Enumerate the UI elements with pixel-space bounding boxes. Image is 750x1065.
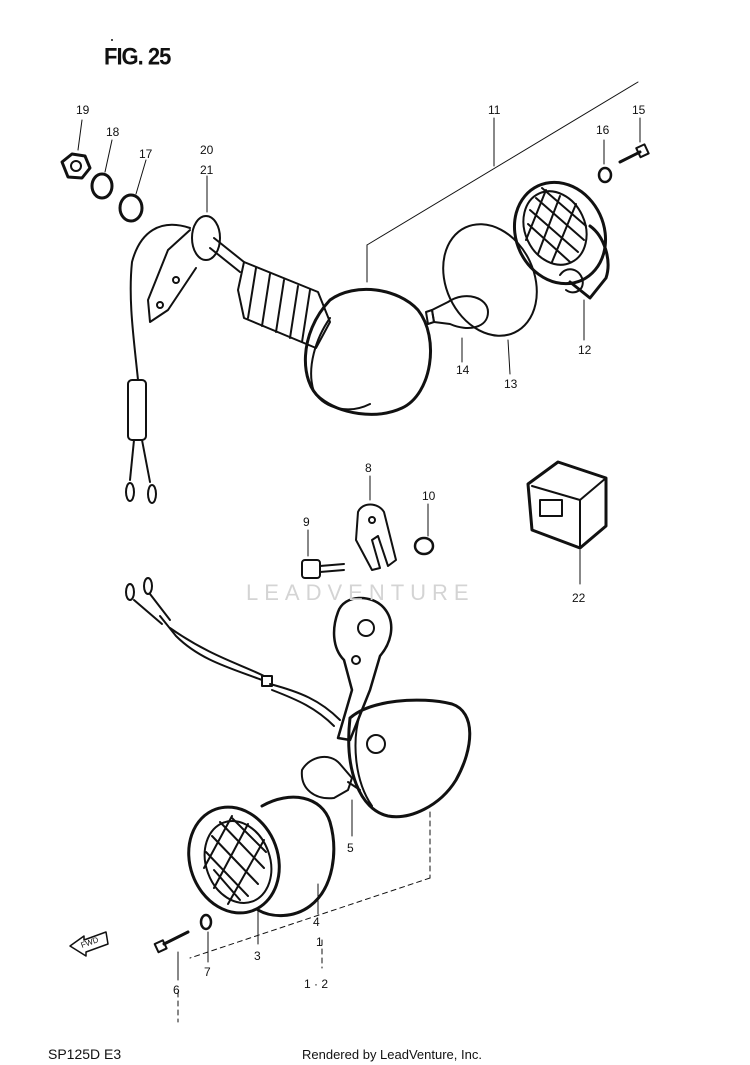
part-10-nut bbox=[413, 536, 435, 556]
callout-21: 21 bbox=[200, 163, 214, 177]
callout-13: 13 bbox=[504, 377, 518, 391]
part-14-bulb bbox=[425, 295, 489, 329]
part-20-21-bracket bbox=[147, 215, 245, 323]
callout-14: 14 bbox=[456, 363, 470, 377]
callout-10: 10 bbox=[422, 489, 436, 503]
part-15-screw bbox=[618, 143, 650, 164]
callout-8: 8 bbox=[365, 461, 372, 475]
callout-5: 5 bbox=[347, 841, 354, 855]
lower-wiring bbox=[125, 577, 341, 727]
part-17-washer bbox=[118, 193, 144, 223]
part-7-washer bbox=[199, 913, 213, 931]
callout-1: 1 bbox=[316, 935, 323, 949]
part-3-lens bbox=[187, 795, 336, 917]
part-8-clamp bbox=[355, 503, 397, 571]
model-code: SP125D E3 bbox=[48, 1046, 122, 1062]
lower-stay bbox=[332, 596, 393, 742]
part-5-bulb bbox=[300, 755, 361, 800]
callout-6: 6 bbox=[173, 983, 180, 997]
assembly-leaders bbox=[177, 811, 431, 1023]
part-13-gasket bbox=[442, 223, 538, 337]
front-arrow bbox=[69, 931, 109, 957]
callout-1-2: 1 · 2 bbox=[304, 977, 328, 991]
part-16-washer bbox=[597, 166, 613, 184]
leader-11 bbox=[366, 81, 639, 283]
callout-20: 20 bbox=[200, 143, 214, 157]
figure-title: FIG. 25 bbox=[104, 42, 171, 71]
rendered-by-credit: Rendered by LeadVenture, Inc. bbox=[302, 1047, 482, 1062]
part-6-screw bbox=[153, 930, 190, 954]
callout-11: 11 bbox=[488, 103, 501, 117]
callout-12: 12 bbox=[578, 343, 592, 357]
part-18-lock-washer bbox=[90, 172, 114, 200]
callout-4: 4 bbox=[313, 915, 320, 929]
callout-18: 18 bbox=[106, 125, 120, 139]
part-19-nut bbox=[60, 152, 92, 180]
callout-16: 16 bbox=[596, 123, 610, 137]
upper-wiring bbox=[125, 223, 191, 504]
part-12-lens bbox=[512, 180, 610, 300]
callout-9: 9 bbox=[303, 515, 310, 529]
watermark: LEADVENTURE bbox=[246, 580, 475, 605]
part-9-bolt bbox=[301, 559, 345, 579]
lower-housing bbox=[347, 698, 472, 819]
part-22-relay bbox=[526, 460, 608, 550]
callout-15: 15 bbox=[632, 103, 646, 117]
callout-22: 22 bbox=[572, 591, 586, 605]
callout-3: 3 bbox=[254, 949, 261, 963]
callout-19: 19 bbox=[76, 103, 90, 117]
callout-7: 7 bbox=[204, 965, 211, 979]
rubber-boot bbox=[237, 261, 331, 349]
callout-17: 17 bbox=[139, 147, 153, 161]
upper-housing bbox=[303, 287, 432, 416]
